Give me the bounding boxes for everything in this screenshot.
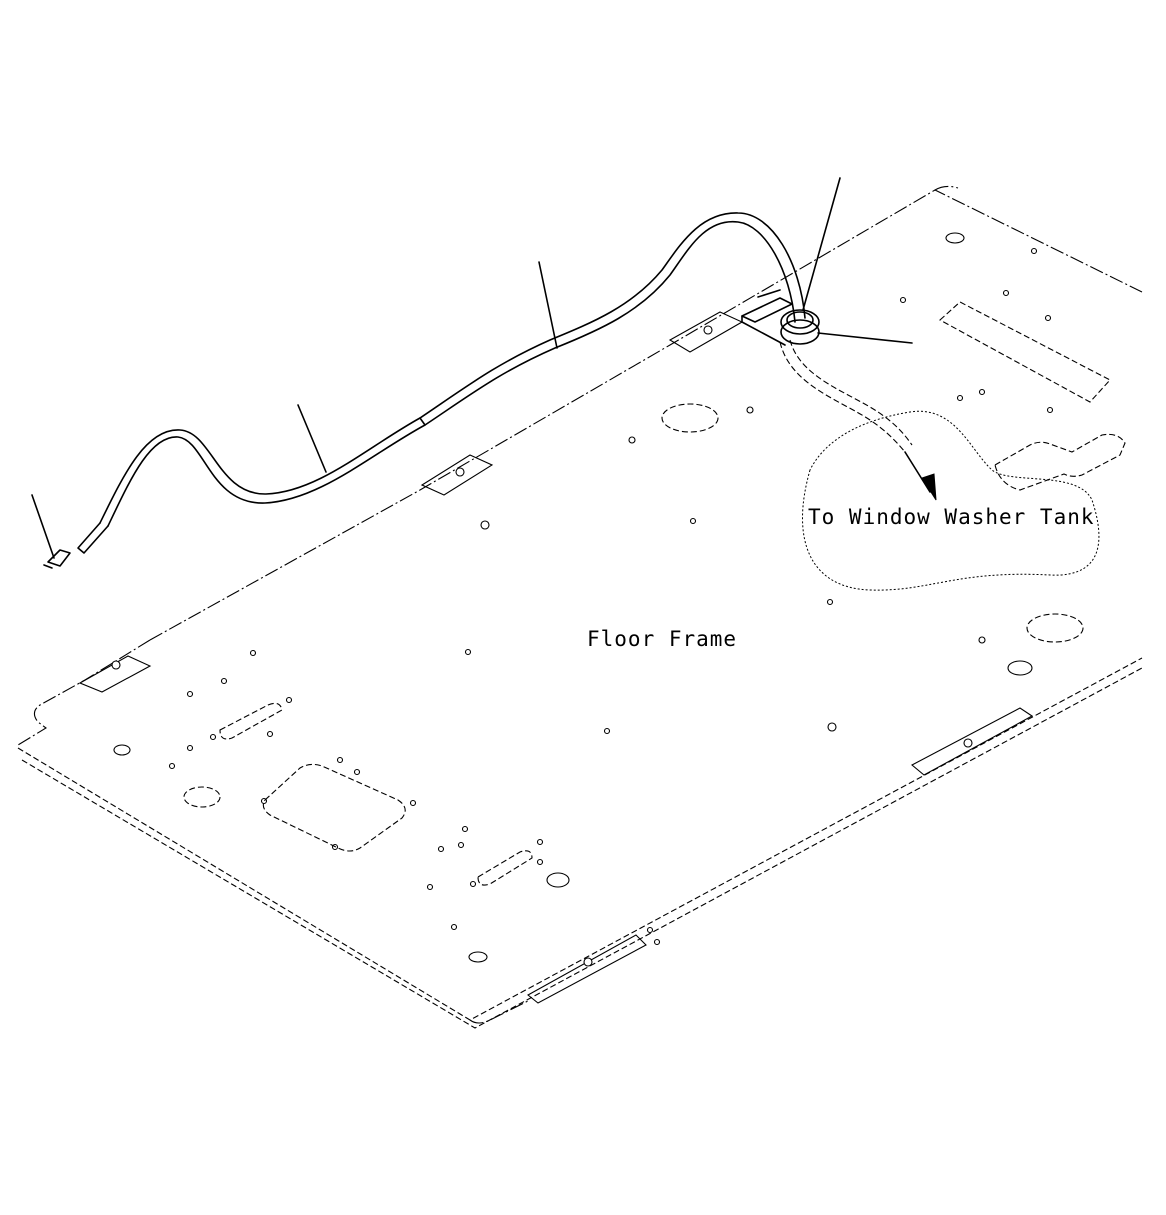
plate-holes [113, 232, 1126, 963]
floor-frame-plate [17, 185, 1143, 1029]
leader-lines [31, 177, 913, 559]
callout-bubble [802, 410, 1100, 591]
plate-brackets [78, 311, 1034, 1004]
floor-frame-label: Floor Frame [587, 627, 737, 651]
hose-grommet [741, 289, 820, 346]
washer-hose [43, 212, 937, 569]
washer-tank-label: To Window Washer Tank [808, 505, 1095, 529]
